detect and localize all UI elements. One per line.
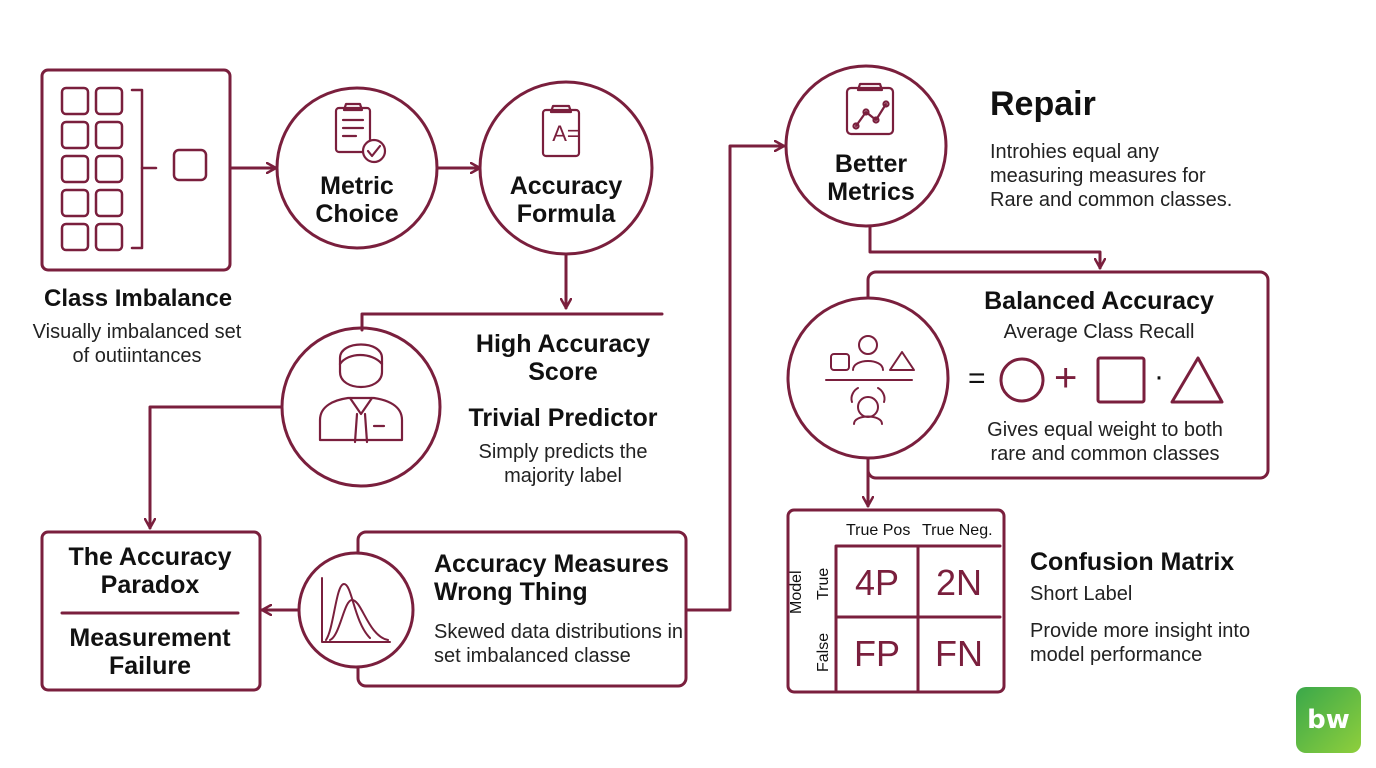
accuracy-paradox-subtitle: Measurement Failure: [69, 624, 231, 680]
matrix-cell-tp: 4P: [854, 562, 900, 603]
matrix-cell-fn: FN: [935, 633, 983, 674]
confusion-matrix-subtitle: Short Label: [1030, 583, 1133, 605]
trivial-predictor-desc: Simply predicts the majority label: [478, 441, 648, 487]
trivial-predictor-title: Trivial Predictor: [468, 404, 658, 432]
confusion-matrix-desc: Provide more insight into model performa…: [1030, 620, 1251, 666]
arrow-to-better-metrics: [684, 146, 786, 612]
matrix-col-header-1: True Neg.: [922, 522, 993, 539]
trivial-predictor-circle: [280, 326, 442, 488]
balanced-accuracy-desc: Gives equal weight to both rare and comm…: [987, 419, 1223, 465]
balanced-accuracy-title: Balanced Accuracy: [984, 287, 1214, 315]
formula-clipboard-icon: [541, 104, 581, 158]
formula-square-shape: [1096, 356, 1146, 404]
formula-dot: ·: [1154, 360, 1164, 393]
balanced-formula-shapes: [999, 356, 1224, 404]
clipboard-check-icon: [334, 102, 387, 164]
formula-plus: +: [1054, 356, 1078, 400]
matrix-row-axis-label: Model: [788, 570, 805, 614]
confusion-matrix-title: Confusion Matrix: [1030, 548, 1235, 576]
balanced-accuracy-circle: [786, 296, 950, 460]
better-metrics-label: Better Metrics: [827, 150, 915, 206]
matrix-col-header-0: True Pos: [846, 522, 911, 539]
accuracy-formula-label: Accuracy Formula: [509, 172, 623, 228]
balanced-accuracy-subtitle: Average Class Recall: [1003, 321, 1195, 343]
class-imbalance-desc: Visually imbalanced set of outiintances: [32, 321, 242, 367]
accuracy-measures-desc: Skewed data distributions in set imbalan…: [434, 621, 684, 667]
formula-icon-text: A=: [552, 121, 580, 146]
repair-title: Repair: [990, 85, 1096, 123]
brand-logo: bw: [1296, 687, 1361, 753]
person-tie-icon: [318, 343, 404, 444]
accuracy-paradox-box: [40, 530, 262, 692]
class-imbalance-title: Class Imbalance: [44, 285, 233, 312]
matrix-cell-tn: 2N: [935, 562, 983, 603]
matrix-row-label-0: True: [815, 567, 832, 600]
accuracy-paradox-title: The Accuracy Paradox: [68, 543, 232, 599]
chart-clipboard-icon: [845, 82, 895, 136]
accuracy-formula-circle: [478, 80, 654, 256]
confusion-matrix-grid: [834, 544, 1002, 692]
people-shapes-icon: [825, 335, 915, 425]
matrix-row-label-1: False: [815, 632, 832, 672]
accuracy-measures-title: Accuracy Measures Wrong Thing: [434, 550, 669, 606]
arrow-predictor-to-paradox: [150, 405, 284, 530]
distribution-curves-icon: [321, 577, 391, 643]
formula-triangle-shape: [1170, 356, 1224, 404]
formula-equals: =: [968, 362, 986, 395]
better-metrics-circle: [784, 64, 948, 228]
arrow-metrics-to-balanced: [868, 224, 1100, 270]
score-bracket-line: [360, 312, 664, 332]
metric-choice-label: Metric Choice: [315, 172, 399, 228]
repair-desc: Introhies equal any measuring measures f…: [990, 141, 1233, 211]
confusion-matrix-box: [786, 508, 1006, 694]
matrix-cell-fp: FP: [853, 633, 901, 674]
imbalance-grid-icon: [60, 86, 208, 252]
high-accuracy-title: High Accuracy Score: [475, 330, 651, 386]
formula-circle-shape: [999, 357, 1045, 403]
class-imbalance-box: [40, 68, 232, 272]
